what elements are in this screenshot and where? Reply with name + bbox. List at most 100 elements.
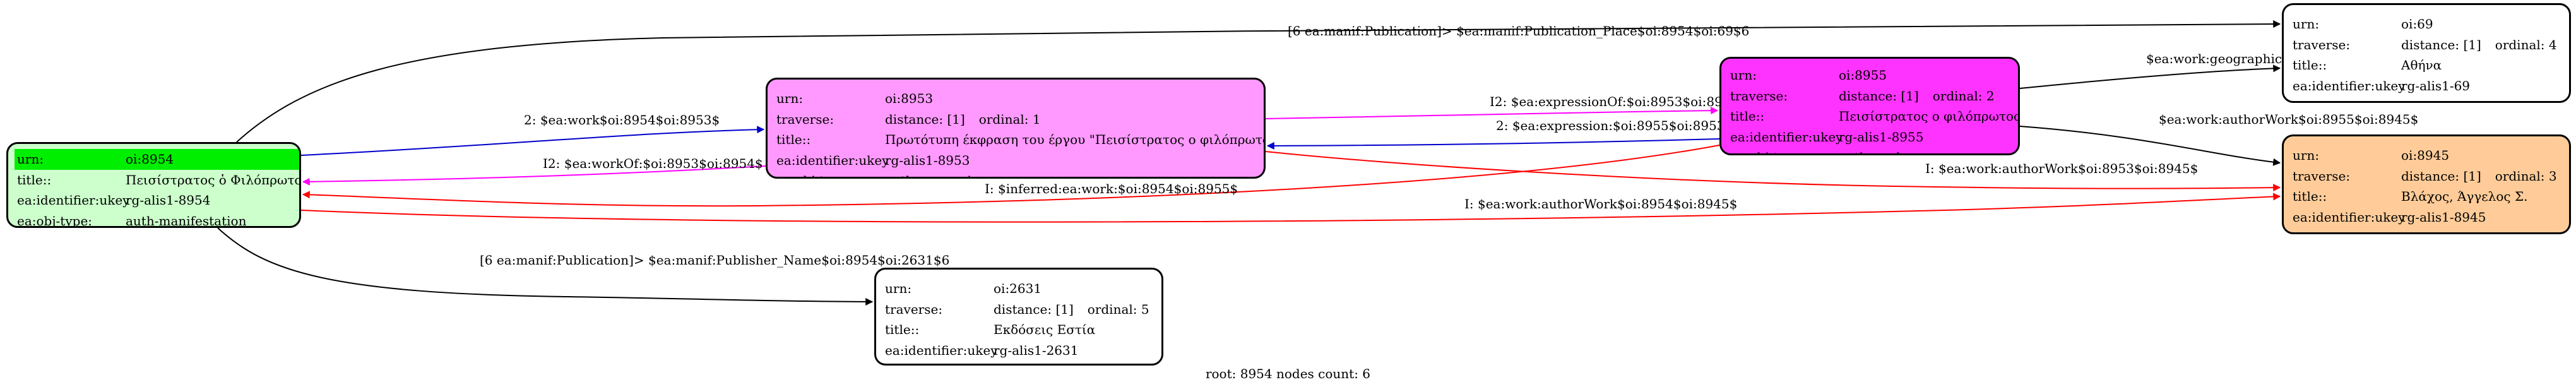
urn-label: urn: xyxy=(2293,16,2320,32)
traverse-label: traverse: xyxy=(2293,168,2351,184)
identifier-label: ea:identifier:ukey xyxy=(17,193,130,208)
edge-label: I: $inferred:ea:work:$oi:8954$oi:8955$ xyxy=(985,181,1238,196)
node-traverse-row: traverse: distance: [1] ordinal: 2 xyxy=(1730,86,2018,107)
urn-value: oi:8955 xyxy=(1839,68,1887,83)
objtype-label: ea:obj-type: xyxy=(17,213,93,228)
node-traverse-row: traverse: distance: [1] ordinal: 5 xyxy=(885,299,1161,320)
traverse-value: distance: [1] ordinal: 5 xyxy=(994,299,1149,320)
traverse-label: traverse: xyxy=(1730,88,1788,104)
node-objtype-row: ea:obj-type: auth-manifestation xyxy=(17,211,299,228)
objtype-value: auth-person xyxy=(2401,227,2478,232)
ordinal-text: ordinal: 4 xyxy=(2495,37,2557,52)
node-oi-8955[interactable]: urn: oi:8955 traverse: distance: [1] ordi… xyxy=(1719,57,2020,155)
node-title-row: title:: Πρωτότυπη έκφραση του έργου "Πει… xyxy=(776,129,1264,150)
identifier-label: ea:identifier:ukey xyxy=(776,152,889,168)
urn-label: urn: xyxy=(2293,148,2320,163)
objtype-value: auth-expression xyxy=(885,170,987,177)
identifier-value: rg-alis1-8954 xyxy=(126,193,211,208)
title-label: title:: xyxy=(2293,189,2327,204)
ordinal-text: ordinal: 3 xyxy=(2495,168,2557,184)
edge-line xyxy=(2019,64,2281,89)
title-label: title:: xyxy=(2293,57,2327,73)
edge-label: 2: $ea:expression:$oi:8955$oi:8953$ xyxy=(1496,118,1733,133)
node-oi-8954[interactable]: urn: oi:8954 title:: Πεισίστρατος ὁ Φιλό… xyxy=(6,142,301,228)
traverse-label: traverse: xyxy=(2293,37,2351,52)
urn-label: urn: xyxy=(885,281,912,296)
node-title-row: title:: Εκδόσεις Εστία xyxy=(885,319,1161,340)
urn-label: urn: xyxy=(17,152,44,167)
node-urn-row: urn: oi:69 xyxy=(2293,14,2569,35)
node-title-row: title:: Πεισίστρατος ὁ Φιλόπρωτος xyxy=(17,170,299,191)
traverse-label: traverse: xyxy=(776,111,834,127)
title-value: Εκδόσεις Εστία xyxy=(994,322,1096,337)
edge-line xyxy=(217,227,874,306)
edge-label: 2: $ea:work$oi:8954$oi:8953$ xyxy=(524,112,720,128)
identifier-value: rg-alis1-69 xyxy=(2401,78,2471,93)
objtype-label: ea:obj-type: xyxy=(1730,147,1839,153)
node-identifier-row: ea:identifier:ukey rg-alis1-8954 xyxy=(17,190,299,211)
node-urn-row: urn: oi:8945 xyxy=(2293,145,2569,166)
identifier-value: rg-alis1-8953 xyxy=(885,152,970,168)
objtype-label: ea:obj-type: xyxy=(885,360,994,364)
urn-label: urn: xyxy=(776,91,804,106)
node-objtype-row: ea:obj-type: auth-person xyxy=(2293,227,2569,232)
title-value: Αθήνα xyxy=(2401,57,2442,73)
title-label: title:: xyxy=(885,322,920,337)
title-value: Πρωτότυπη έκφραση του έργου "Πεισίστρατο… xyxy=(885,132,1266,147)
edge-line xyxy=(302,165,766,186)
node-oi-2631[interactable]: urn: oi:2631 traverse: distance: [1] ordi… xyxy=(874,268,1163,366)
identifier-label: ea:identifier:ukey xyxy=(885,342,998,358)
identifier-value: rg-alis1-8945 xyxy=(2401,209,2486,225)
node-title-row: title:: Βλάχος, Άγγελος Σ. xyxy=(2293,186,2569,207)
title-label: title:: xyxy=(17,172,52,188)
objtype-value: auth-manifestation xyxy=(126,213,247,228)
graph-footer: root: 8954 nodes count: 6 xyxy=(1205,366,1371,381)
edge-line xyxy=(1265,151,2281,192)
title-value: Βλάχος, Άγγελος Σ. xyxy=(2401,189,2528,204)
distance-text: distance: [1] xyxy=(1839,88,1919,104)
edge-line xyxy=(1266,138,1720,150)
title-value: Πεισίστρατος ο φιλόπρωτος xyxy=(1839,109,2020,124)
node-oi-8953[interactable]: urn: oi:8953 traverse: distance: [1] ordi… xyxy=(766,78,1266,179)
node-oi-8945[interactable]: urn: oi:8945 traverse: distance: [1] ordi… xyxy=(2282,134,2571,234)
traverse-label: traverse: xyxy=(885,301,943,317)
node-urn-row: urn: oi:2631 xyxy=(885,278,1161,299)
edge-label: I: $ea:work:authorWork$oi:8954$oi:8945$ xyxy=(1464,196,1737,211)
distance-text: distance: [1] xyxy=(2401,37,2481,52)
urn-value: oi:69 xyxy=(2401,16,2433,32)
node-traverse-row: traverse: distance: [1] ordinal: 3 xyxy=(2293,166,2569,187)
ordinal-text: ordinal: 5 xyxy=(1087,301,1149,317)
urn-value: oi:8945 xyxy=(2401,148,2450,163)
ordinal-text: ordinal: 1 xyxy=(978,111,1041,127)
identifier-label: ea:identifier:ukey xyxy=(2293,209,2406,225)
node-objtype-row: ea:obj-type: auth-organization xyxy=(885,360,1161,364)
distance-text: distance: [1] xyxy=(994,301,1074,317)
distance-text: distance: [1] xyxy=(885,111,965,127)
edge-label: [6 ea:manif:Publication]> $ea:manif:Publ… xyxy=(480,253,949,268)
title-value: Πεισίστρατος ὁ Φιλόπρωτος xyxy=(126,172,301,188)
edge-label: [6 ea:manif:Publication]> $ea:manif:Publ… xyxy=(1288,23,1749,39)
node-urn-row: urn: oi:8953 xyxy=(776,88,1264,109)
traverse-value: distance: [1] ordinal: 1 xyxy=(885,109,1041,130)
node-identifier-row: ea:identifier:ukey rg-alis1-2631 xyxy=(885,340,1161,361)
edge-label: I2: $ea:workOf:$oi:8953$oi:8954$ xyxy=(543,156,763,171)
node-identifier-row: ea:identifier:ukey rg-alis1-69 xyxy=(2293,76,2569,97)
urn-label: urn: xyxy=(1730,68,1757,83)
objtype-label: ea:obj-type: xyxy=(2293,227,2401,232)
identifier-value: rg-alis1-2631 xyxy=(994,342,1079,358)
traverse-value: distance: [1] ordinal: 4 xyxy=(2401,35,2557,56)
urn-value: oi:8954 xyxy=(126,152,174,167)
node-title-row: title:: Πεισίστρατος ο φιλόπρωτος xyxy=(1730,106,2018,127)
node-oi-69[interactable]: urn: oi:69 traverse: distance: [1] ordina… xyxy=(2282,3,2571,103)
urn-value: oi:2631 xyxy=(994,281,1042,296)
identifier-label: ea:identifier:ukey xyxy=(1730,129,1843,145)
node-identifier-row: ea:identifier:ukey rg-alis1-8953 xyxy=(776,150,1264,171)
ordinal-text: ordinal: 2 xyxy=(1932,88,1995,104)
distance-text: distance: [1] xyxy=(2401,168,2481,184)
identifier-value: rg-alis1-8955 xyxy=(1839,129,1924,145)
edge-label: $ea:work:authorWork$oi:8955$oi:8945$ xyxy=(2159,112,2418,127)
node-title-row: title:: Αθήνα xyxy=(2293,55,2569,76)
title-label: title:: xyxy=(776,132,811,147)
node-objtype-row: ea:obj-type: auth-work xyxy=(1730,147,2018,153)
node-objtype-row: ea:obj-type: auth-place xyxy=(2293,96,2569,101)
